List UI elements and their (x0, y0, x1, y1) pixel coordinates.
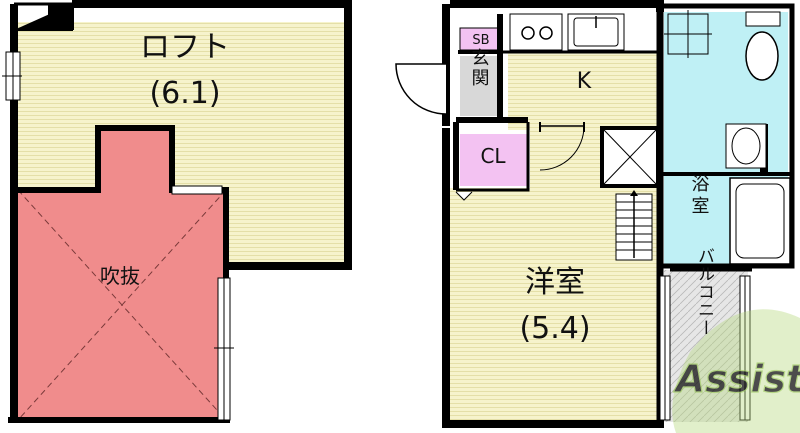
void-name: 吹抜 (100, 264, 140, 288)
loft-name: ロフト (140, 30, 230, 65)
closet-label: CL (480, 144, 506, 168)
watermark-text: Assist (673, 357, 800, 401)
entrance-door (395, 63, 447, 115)
loft-level: ロフト (6.1) 吹抜 (2, 0, 352, 423)
assist-watermark: Assist (672, 309, 800, 433)
kitchen-floor (508, 52, 660, 130)
stairs (615, 190, 653, 261)
closet-fill (460, 134, 528, 186)
outer-wall (450, 0, 664, 12)
shoe-box-label: SB (472, 33, 489, 48)
loft-size: (6.1) (149, 76, 220, 111)
void-area (18, 128, 226, 420)
balcony-label: バルコニー (694, 247, 714, 337)
room-size: (5.4) (519, 311, 590, 346)
entrance-label: 玄関 (469, 48, 490, 88)
loft-floor (18, 22, 348, 266)
bath-label: 浴室 (689, 174, 710, 218)
loft-outer-wall (72, 0, 352, 266)
kitchen-label: K (577, 69, 592, 94)
room-name: 洋室 (525, 265, 585, 300)
main-level: SB K 玄関 CL 浴室 洋室 (5.4) バルコニー (395, 0, 795, 428)
entrance-floor (460, 56, 498, 116)
balcony-floor (664, 270, 748, 422)
